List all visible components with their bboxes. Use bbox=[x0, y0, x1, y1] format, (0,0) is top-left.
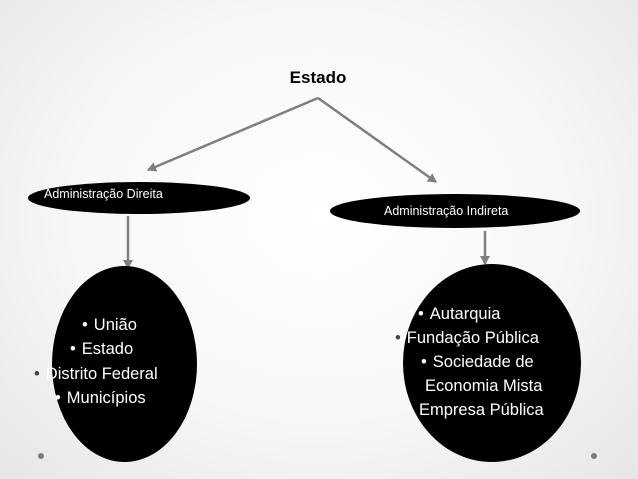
arrow-estado-to-indireta bbox=[317, 96, 437, 184]
bullet-icon: • bbox=[395, 329, 401, 347]
node-administracao-indireta: Administração Indireta bbox=[330, 194, 580, 228]
bullet-icon: • bbox=[34, 365, 40, 383]
node-administracao-direita: Administração Direita bbox=[28, 182, 250, 214]
list-item-label: Autarquia bbox=[429, 305, 501, 323]
list-item: • Municípios bbox=[55, 388, 146, 408]
list-item: Empresa Pública bbox=[419, 400, 544, 420]
list-item-label: Economia Mista bbox=[425, 377, 543, 395]
arrow-estado-to-direita bbox=[147, 96, 319, 172]
node-indireta-list: • Autarquia • Fundação Pública • Sociedade … bbox=[395, 264, 581, 462]
node-administracao-direita-label: Administração Direita bbox=[44, 187, 163, 201]
bullet-icon: • bbox=[418, 305, 424, 323]
dot-icon bbox=[38, 453, 44, 459]
list-item-label: Fundação Pública bbox=[406, 329, 539, 347]
list-item: • Fundação Pública bbox=[395, 328, 539, 348]
list-item: • Distrito Federal bbox=[34, 364, 158, 384]
bullet-icon: • bbox=[55, 389, 61, 407]
bullet-icon: • bbox=[421, 353, 427, 371]
list-item-label: Municípios bbox=[66, 389, 146, 407]
list-item: • União bbox=[82, 315, 137, 335]
list-item: • Sociedade de bbox=[421, 352, 534, 372]
node-direita-list: • União • Estado • Distrito Federal • Municí… bbox=[34, 266, 197, 462]
bullet-icon: • bbox=[82, 316, 88, 334]
bullet-icon: • bbox=[70, 340, 76, 358]
list-item-label: Sociedade de bbox=[432, 353, 534, 371]
list-item-label: Estado bbox=[81, 340, 134, 358]
list-item-label: Distrito Federal bbox=[45, 365, 158, 383]
list-item: Economia Mista bbox=[425, 376, 542, 396]
node-estado: Estado bbox=[289, 68, 347, 87]
list-item-label: União bbox=[93, 316, 137, 334]
list-item-label: Empresa Pública bbox=[419, 401, 544, 419]
list-item: • Autarquia bbox=[418, 304, 500, 324]
dot-icon bbox=[591, 453, 597, 459]
list-item: • Estado bbox=[70, 339, 133, 359]
node-administracao-indireta-label: Administração Indireta bbox=[384, 204, 509, 218]
